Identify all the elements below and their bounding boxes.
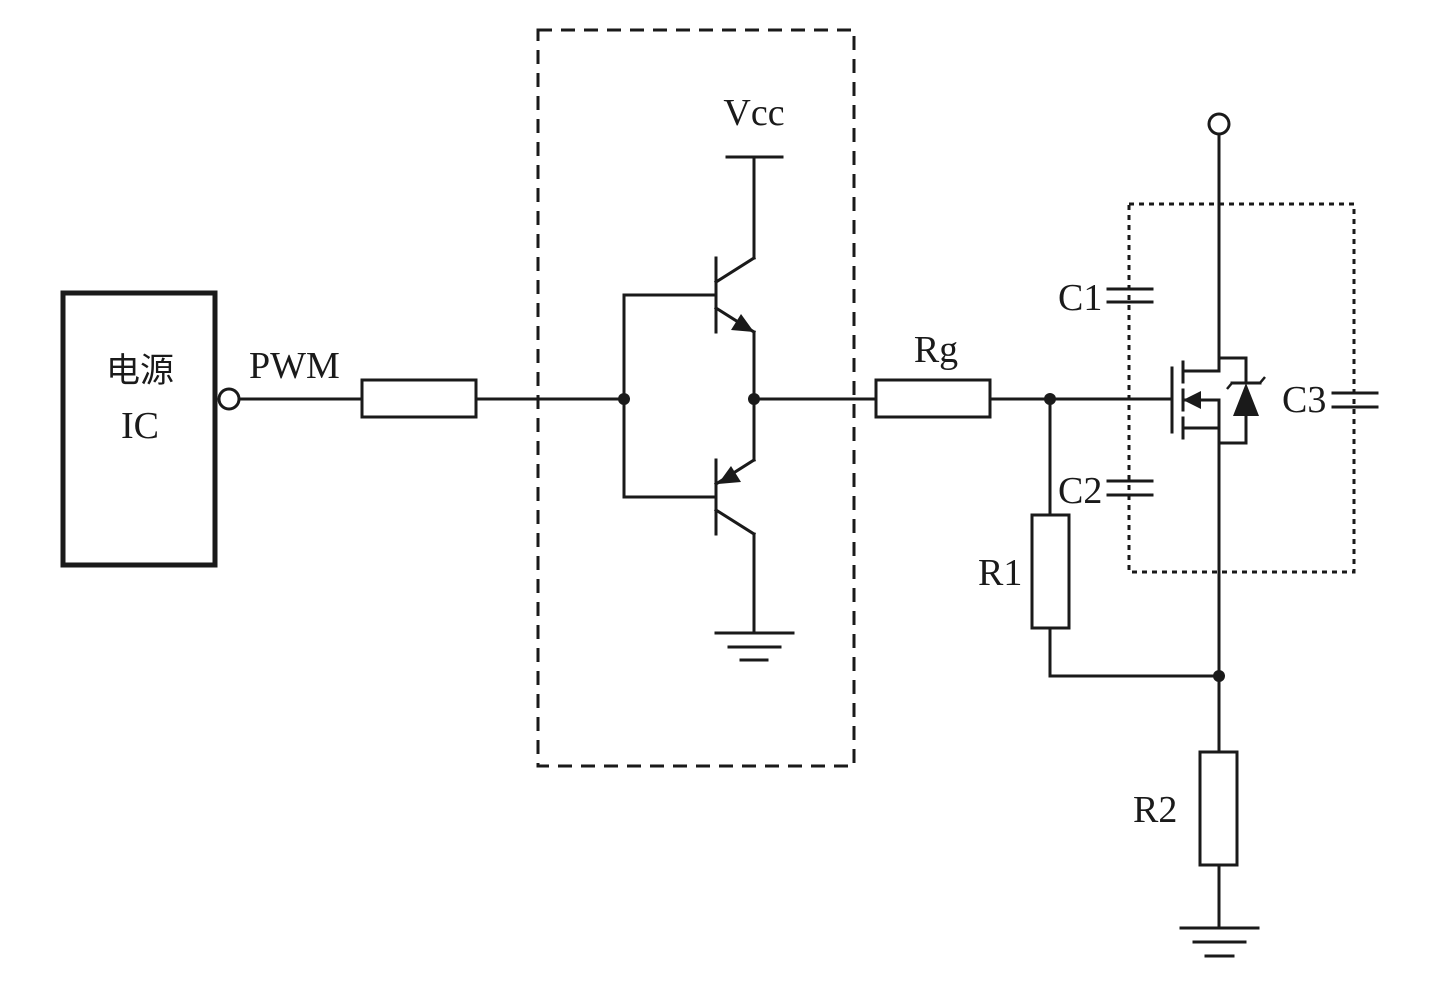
pwm-output-terminal [217, 387, 241, 411]
pwm-label: PWM [249, 345, 340, 387]
capacitor-c1 [1106, 287, 1154, 304]
pnp-collector [713, 507, 757, 537]
ground-symbol-driver [714, 631, 795, 662]
body-diode [1233, 383, 1259, 416]
npn-transistor [713, 255, 757, 335]
resistor-r2 [1198, 750, 1239, 867]
npn-collector [713, 255, 757, 285]
c1-label: C1 [1058, 277, 1102, 319]
pnp-transistor [713, 457, 757, 537]
capacitor-c2 [1106, 479, 1154, 497]
ground-symbol-output [1179, 926, 1260, 958]
totem-pole-driver-boundary [536, 28, 856, 768]
mosfet-body-arrow [1183, 391, 1201, 409]
r1-label: R1 [978, 552, 1022, 594]
r2-label: R2 [1133, 789, 1177, 831]
mosfet [1170, 356, 1266, 678]
vcc-label: Vcc [723, 92, 784, 134]
ic-label-line2: IC [121, 405, 159, 447]
c3-label: C3 [1282, 379, 1326, 421]
npn-emitter-arrow [731, 314, 754, 332]
gate-resistor-rg [874, 378, 992, 419]
pnp-emitter-arrow [718, 466, 741, 484]
mosfet-parasitic-boundary [1127, 202, 1356, 574]
rg-label: Rg [914, 329, 958, 371]
resistor-r1 [1030, 513, 1071, 630]
drain-terminal [1207, 112, 1231, 136]
ic-label-line1: 电源 [106, 351, 174, 391]
c2-label: C2 [1058, 470, 1102, 512]
power-ic-block [60, 290, 218, 568]
capacitor-c3 [1331, 391, 1379, 409]
input-resistor [360, 378, 478, 419]
